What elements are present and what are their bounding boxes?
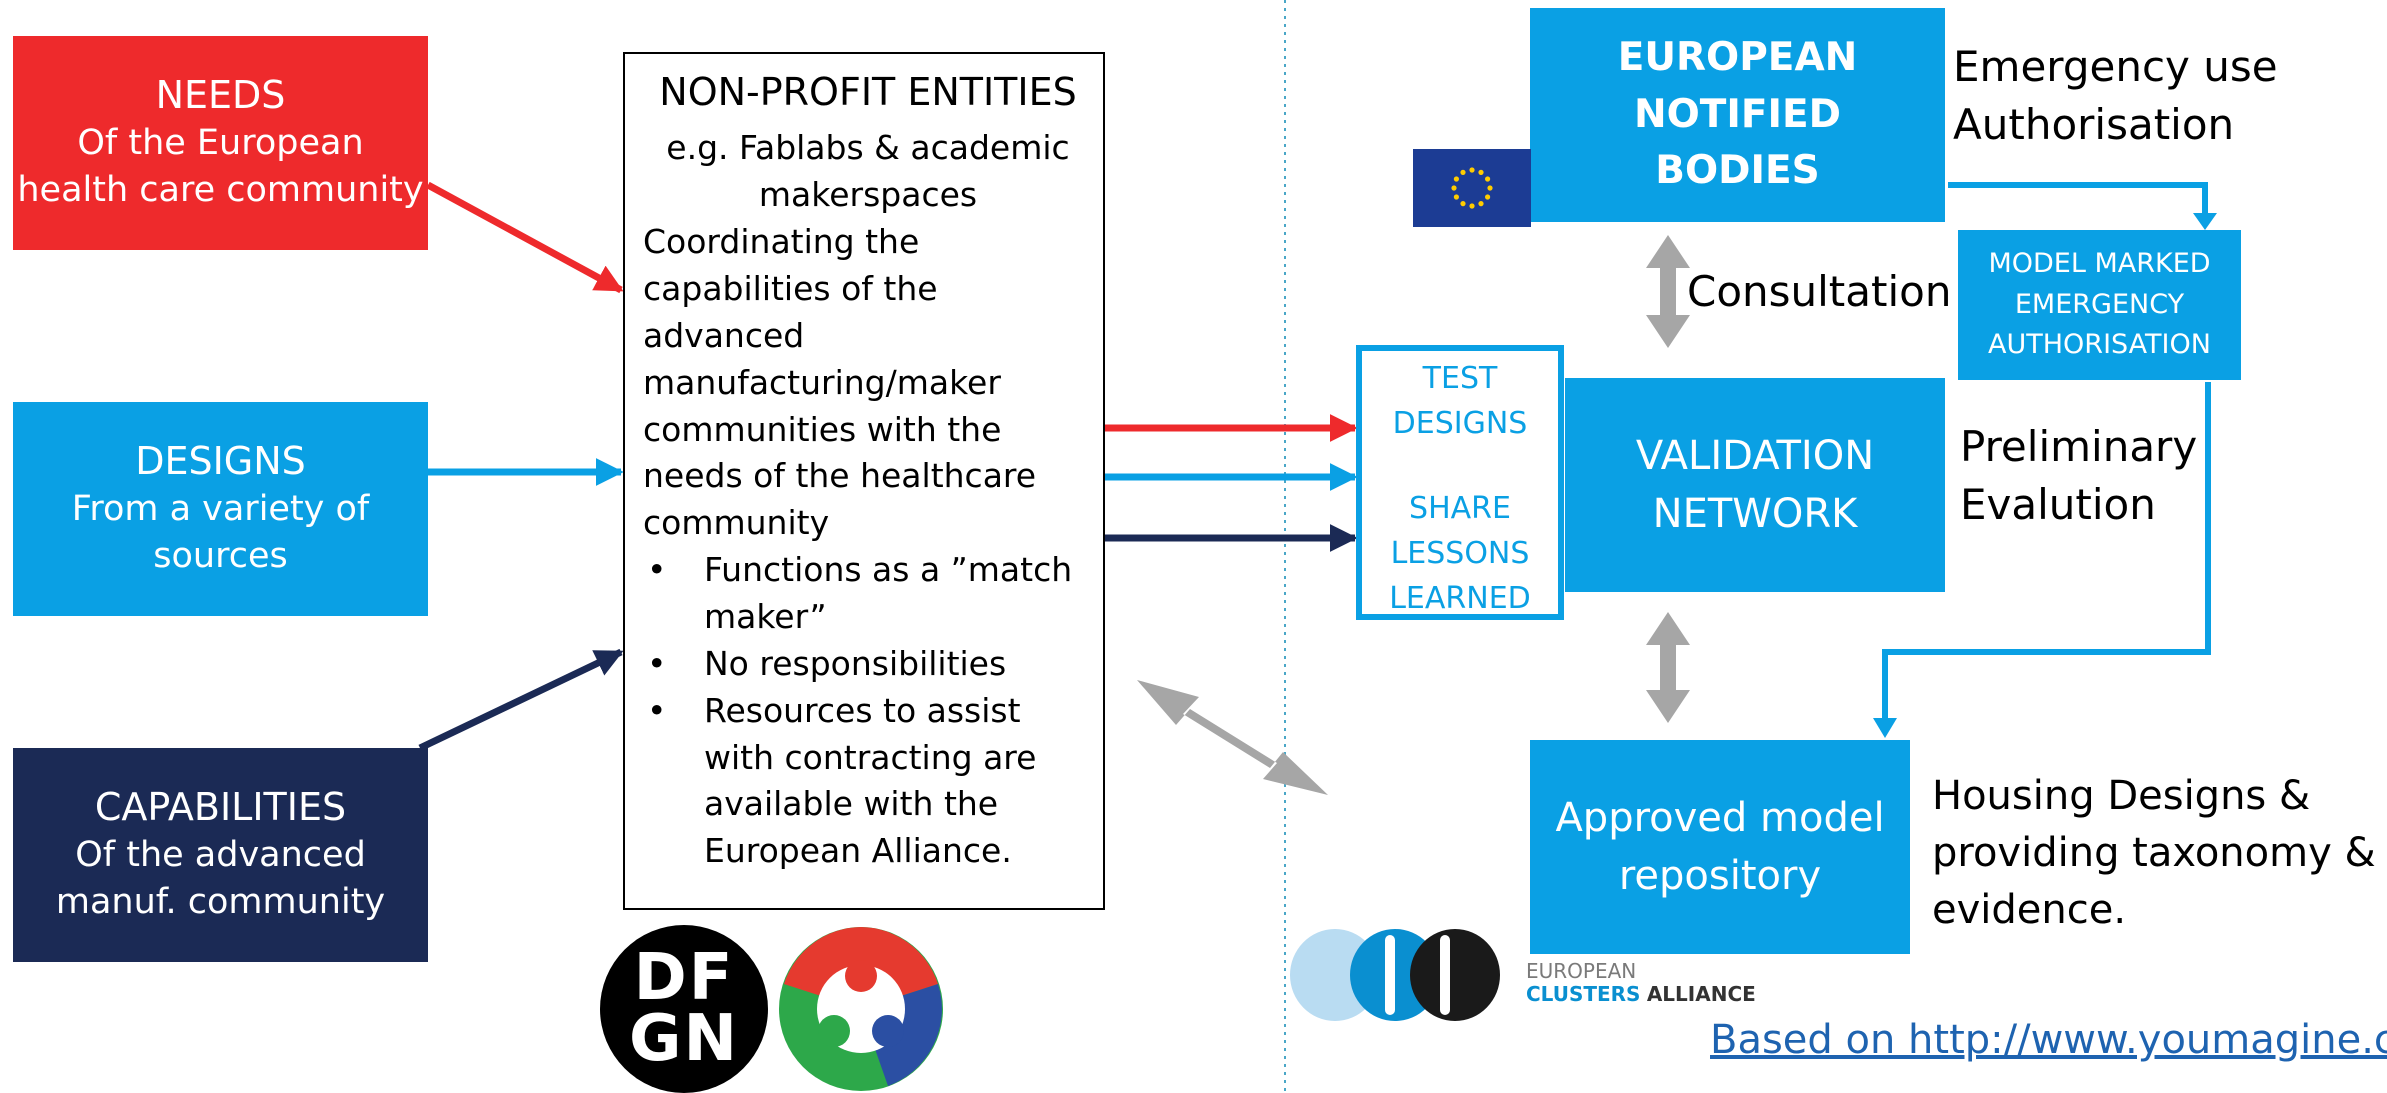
non-profit-box: NON-PROFIT ENTITIES e.g. Fablabs & acade… xyxy=(623,52,1105,910)
eu-flag xyxy=(1413,149,1531,227)
bullet-no-responsibilities: No responsibilities xyxy=(643,641,1093,688)
eca-logo-line2-wrap: CLUSTERS ALLIANCE xyxy=(1526,983,1786,1006)
repository-box: Approved model repository xyxy=(1530,740,1910,954)
test-designs-label: TEST DESIGNS xyxy=(1392,361,1528,441)
housing-designs-note: Housing Designs & providing taxonomy & e… xyxy=(1932,773,2376,933)
consultation-label: Consultation xyxy=(1687,267,1952,316)
notified-bodies-box: EUROPEAN NOTIFIED BODIES xyxy=(1530,8,1945,222)
validation-repository-double-arrow xyxy=(1646,612,1690,723)
fablab-logo xyxy=(779,927,943,1091)
dfgn-logo-line1: DF xyxy=(633,941,735,1016)
consultation-double-arrow xyxy=(1646,235,1690,348)
validation-side-box: TEST DESIGNS SHARE LESSONS LEARNED xyxy=(1356,345,1564,620)
emergency-route-arrowhead xyxy=(2193,213,2217,230)
eu-stars-icon xyxy=(1451,167,1493,209)
dfgn-logo: DF GN xyxy=(600,925,768,1093)
eca-logo-line2: CLUSTERS xyxy=(1526,982,1641,1006)
eca-logo-mark xyxy=(1290,929,1500,1021)
validation-network-box: VALIDATION NETWORK xyxy=(1565,378,1945,592)
emergency-route-line xyxy=(1948,182,2208,215)
needs-arrow xyxy=(426,181,624,294)
source-link[interactable]: Based on http://www.youmagine.c xyxy=(1710,1017,2387,1063)
eca-logo-line3: ALLIANCE xyxy=(1646,982,1756,1006)
repository-route-line xyxy=(1882,382,2211,720)
notified-bodies-label: EUROPEAN NOTIFIED BODIES xyxy=(1617,35,1858,194)
validation-network-label: VALIDATION NETWORK xyxy=(1635,433,1875,537)
non-profit-example: e.g. Fablabs & academic makerspaces xyxy=(666,128,1070,215)
dfgn-logo-line2: GN xyxy=(628,1002,740,1076)
repository-route-arrowhead xyxy=(1873,718,1897,738)
designs-title: DESIGNS xyxy=(135,439,306,483)
center-double-arrow xyxy=(1137,680,1328,795)
capabilities-arrow xyxy=(418,648,624,752)
needs-subtitle: Of the European health care community xyxy=(17,122,424,210)
capabilities-subtitle: Of the advanced manuf. community xyxy=(55,834,386,922)
emergency-use-note: Emergency use Authorisation xyxy=(1953,42,2278,149)
non-profit-title: NON-PROFIT ENTITIES xyxy=(659,70,1077,114)
repository-label: Approved model repository xyxy=(1555,795,1885,899)
bullet-resources: Resources to assist with contracting are… xyxy=(643,688,1093,875)
needs-title: NEEDS xyxy=(155,73,286,117)
designs-box: DESIGNS From a variety of sources xyxy=(13,402,428,616)
designs-subtitle: From a variety of sources xyxy=(71,488,370,576)
needs-box: NEEDS Of the European health care commun… xyxy=(13,36,428,250)
model-marked-box: MODEL MARKED EMERGENCY AUTHORISATION xyxy=(1958,230,2241,380)
model-marked-label: MODEL MARKED EMERGENCY AUTHORISATION xyxy=(1988,248,2211,361)
eca-logo-line1: EUROPEAN xyxy=(1526,959,1637,983)
share-lessons-label: SHARE LESSONS LEARNED xyxy=(1389,491,1531,616)
non-profit-bullets: Functions as a ”match maker” No responsi… xyxy=(643,547,1093,875)
preliminary-evaluation-note: Preliminary Evalution xyxy=(1960,422,2198,529)
non-profit-description: Coordinating the capabilities of the adv… xyxy=(643,222,1037,543)
eca-logo-text: EUROPEAN CLUSTERS ALLIANCE xyxy=(1526,960,1786,1006)
capabilities-title: CAPABILITIES xyxy=(94,785,347,829)
bullet-match-maker: Functions as a ”match maker” xyxy=(643,547,1093,641)
capabilities-box: CAPABILITIES Of the advanced manuf. comm… xyxy=(13,748,428,962)
